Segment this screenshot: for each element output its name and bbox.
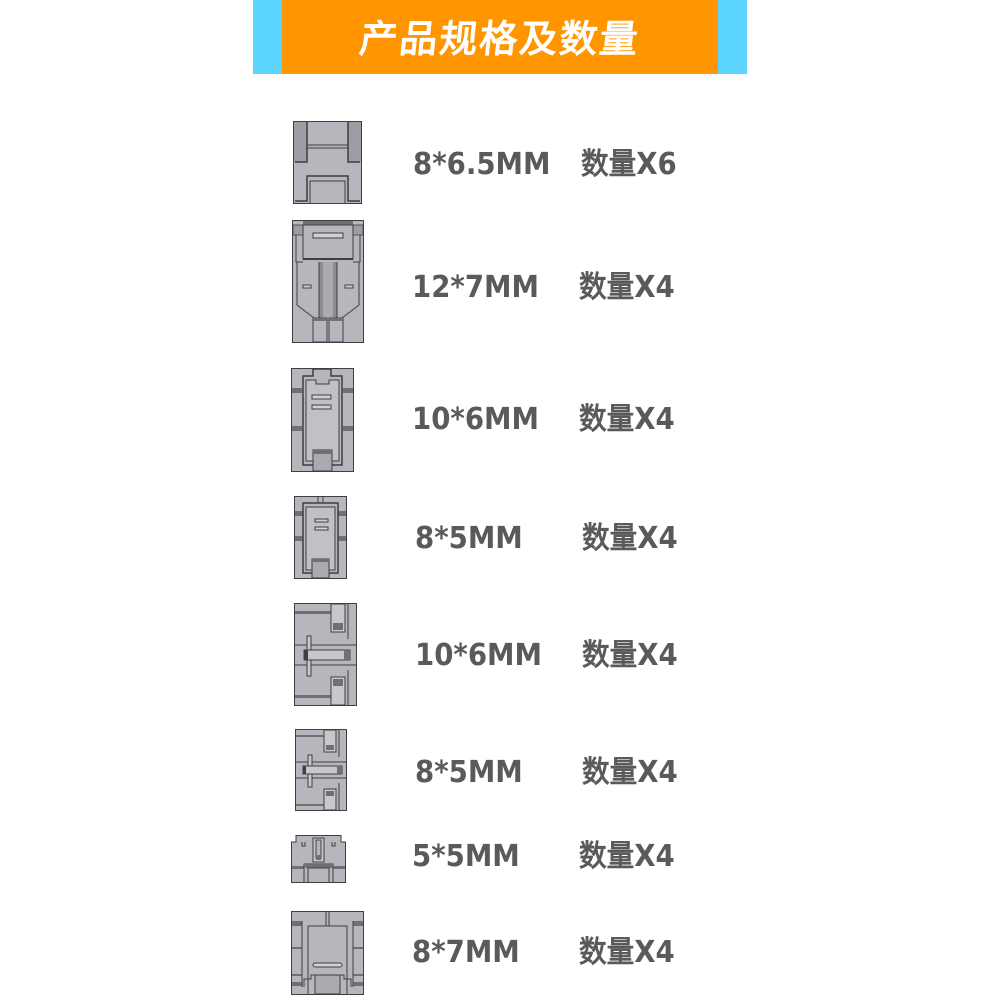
product-spec: 8*5MM [415, 521, 523, 556]
connector-12x7-icon [292, 220, 364, 343]
connector-5x5-icon [291, 835, 346, 883]
product-quantity: 数量X4 [579, 935, 675, 970]
product-spec: 12*7MM [412, 270, 539, 305]
product-spec: 5*5MM [412, 839, 520, 874]
connector-8x5-icon [294, 496, 347, 579]
product-quantity: 数量X4 [582, 521, 678, 556]
connector-8x7-icon [291, 911, 364, 995]
product-quantity: 数量X6 [581, 147, 677, 182]
product-spec: 8*6.5MM [413, 147, 551, 182]
header-right-bar [718, 0, 747, 74]
connector-10x6-icon [291, 368, 354, 472]
connector-10x6-side-icon [294, 603, 357, 706]
product-quantity: 数量X4 [582, 638, 678, 673]
connector-8x6.5-icon [293, 121, 362, 204]
connector-8x5-side-icon [295, 729, 347, 811]
section-header: 产品规格及数量 [253, 0, 747, 74]
header-left-bar [253, 0, 282, 74]
product-spec: 10*6MM [412, 402, 539, 437]
product-quantity: 数量X4 [579, 270, 675, 305]
product-spec: 8*7MM [412, 935, 520, 970]
product-quantity: 数量X4 [582, 755, 678, 790]
product-quantity: 数量X4 [579, 839, 675, 874]
product-quantity: 数量X4 [579, 402, 675, 437]
product-spec: 10*6MM [415, 638, 542, 673]
product-spec: 8*5MM [415, 755, 523, 790]
section-title: 产品规格及数量 [357, 16, 642, 61]
header-banner: 产品规格及数量 [282, 0, 718, 74]
